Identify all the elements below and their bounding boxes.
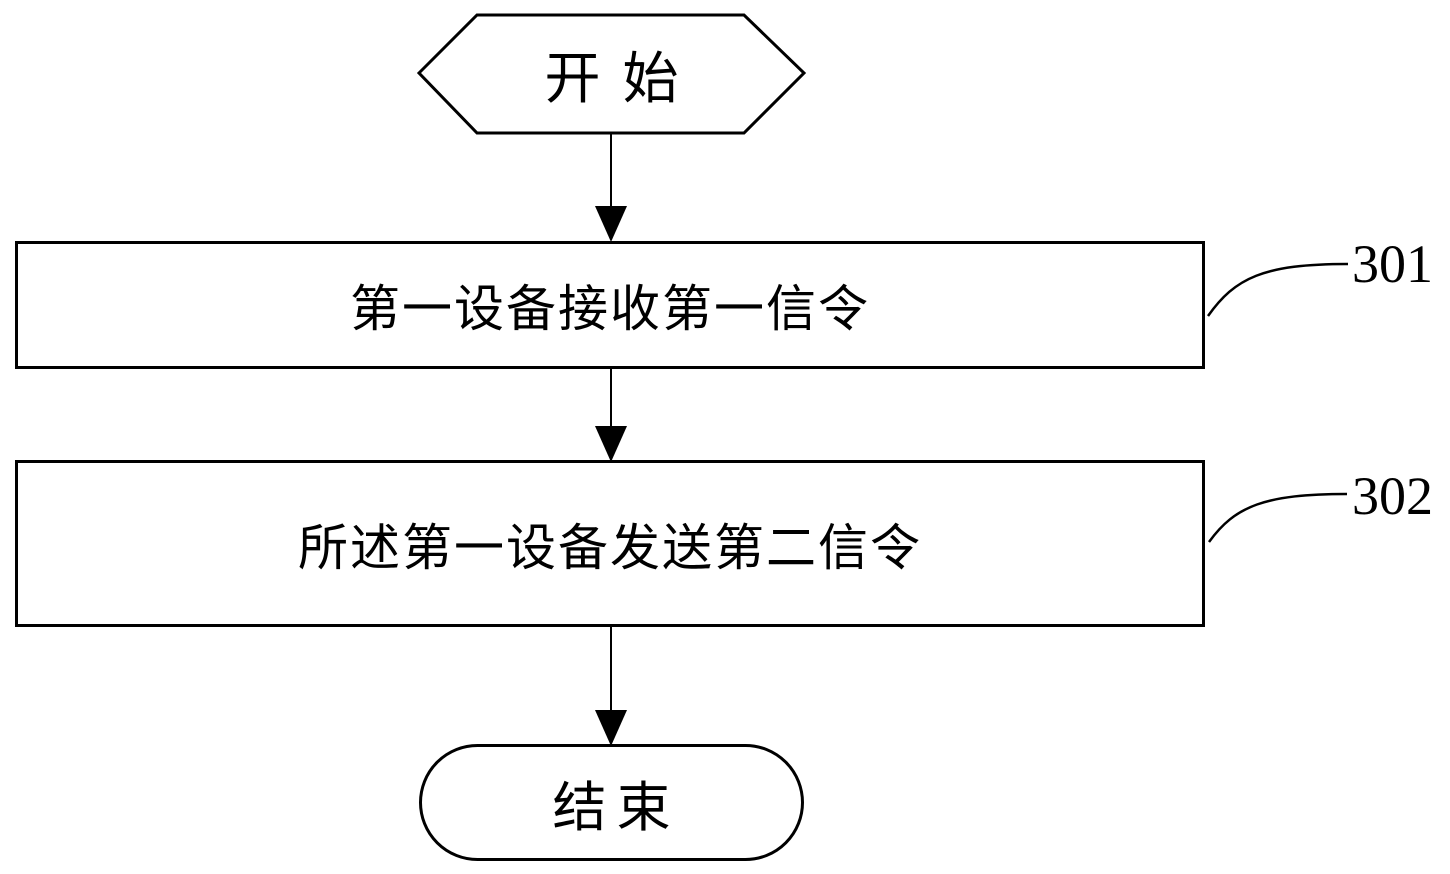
flow-arrow-302-to-end (610, 627, 612, 710)
flow-arrow-301-to-302 (610, 369, 612, 426)
step-box-302: 所述第一设备发送第二信令 (15, 460, 1205, 627)
start-label: 开始 (544, 48, 701, 111)
end-terminator-stadium (419, 744, 804, 861)
hexagon-shape (417, 13, 807, 135)
start-terminator-hexagon (417, 13, 807, 135)
leader-line-301 (1206, 262, 1349, 317)
end-label: 结束 (552, 778, 681, 838)
ref-label-302: 302 (1352, 466, 1433, 526)
step-302-text: 所述第一设备发送第二信令 (298, 519, 922, 576)
leader-curve-302 (1207, 492, 1348, 543)
flow-arrow-start-to-301 (610, 133, 612, 206)
step-301-text: 第一设备接收第一信令 (350, 281, 870, 337)
leader-curve-301 (1206, 262, 1349, 317)
leader-line-302 (1207, 492, 1348, 543)
step-box-301: 第一设备接收第一信令 (15, 241, 1205, 369)
ref-label-301: 301 (1352, 234, 1433, 294)
